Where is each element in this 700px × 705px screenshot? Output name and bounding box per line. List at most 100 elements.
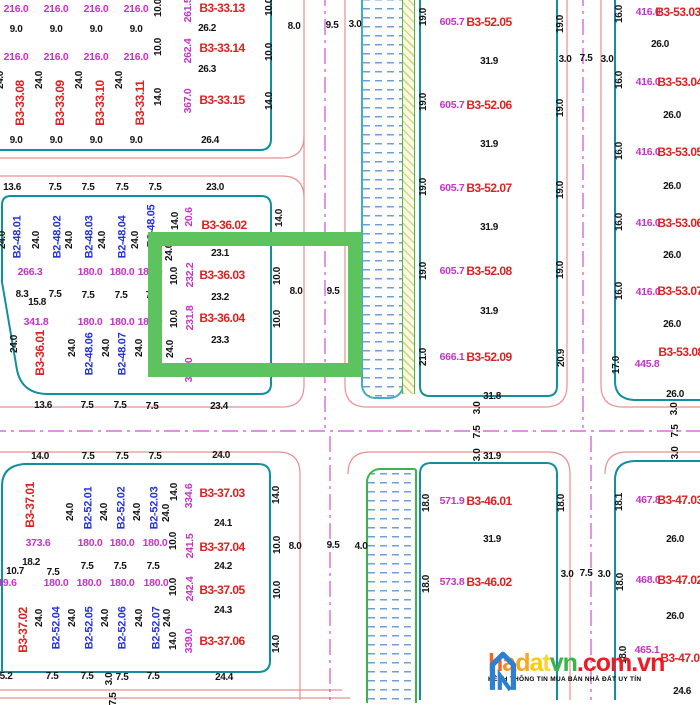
- dimension-label: 26.0: [663, 181, 681, 192]
- dimension-label: 24.0: [34, 71, 45, 89]
- dimension-label: 23.4: [210, 401, 228, 412]
- planting-strip: [402, 0, 415, 394]
- dimension-label: 7.5: [81, 451, 95, 462]
- dimension-label: 24.0: [31, 231, 42, 249]
- dimension-label: 24.0: [134, 609, 145, 627]
- plot-id-label: B3-53.07: [657, 284, 700, 298]
- dimension-label: 24.0: [114, 71, 125, 89]
- area-label: 180.0: [43, 576, 69, 589]
- dimension-label: 9.0: [9, 135, 23, 146]
- area-label: 416.0: [635, 5, 661, 18]
- dimension-label: 15.8: [28, 297, 46, 308]
- area-label: 216.0: [123, 50, 149, 63]
- dimension-label: 24.0: [161, 504, 172, 522]
- dimension-label: 14.0: [153, 88, 164, 106]
- dimension-label: 10.0: [153, 0, 164, 17]
- dimension-label: 24.0: [9, 335, 20, 353]
- dimension-label: 13.6: [34, 400, 52, 411]
- area-label: 216.0: [43, 2, 69, 15]
- dimension-label: 19.0: [418, 262, 429, 280]
- dimension-label: 24.0: [101, 339, 112, 357]
- dimension-label: 26.0: [666, 611, 684, 622]
- dimension-label: 16.0: [614, 71, 625, 89]
- dimension-label: 3.0: [560, 569, 574, 580]
- brand-suffix: vn: [549, 649, 578, 677]
- area-label: 571.9: [439, 494, 465, 507]
- dimension-label: 23.2: [211, 292, 229, 303]
- dimension-label: 24.0: [65, 503, 76, 521]
- brand-letter: a: [529, 649, 543, 677]
- dimension-label: 3.0: [600, 54, 614, 65]
- plot-id-label: B3-33.11: [133, 80, 147, 126]
- dimension-label: 19.0: [555, 99, 566, 117]
- dimension-label: 26.0: [666, 534, 684, 545]
- plot-id-label: B2-52.06: [116, 606, 129, 650]
- dimension-label: 4.0: [354, 541, 368, 552]
- dimension-label: 7.5: [115, 182, 129, 193]
- dimension-label: 24.0: [67, 339, 78, 357]
- dimension-label: 14.0: [264, 92, 275, 110]
- plot-id-label: B2-48.01: [11, 215, 24, 259]
- area-label: 180.0: [143, 576, 169, 589]
- plot-id-label: B3-33.10: [93, 80, 107, 126]
- canal-strip-bottom: [366, 468, 417, 703]
- dimension-label: 24.0: [212, 450, 230, 461]
- dimension-label: 9.0: [9, 24, 23, 35]
- dimension-label: 9.0: [49, 24, 63, 35]
- plot-id-label: B3-46.02: [466, 575, 512, 589]
- area-label: 465.1: [634, 643, 660, 656]
- dimension-label: 9.5: [325, 20, 339, 31]
- dimension-label: 23.1: [211, 248, 229, 259]
- area-label: 180.0: [142, 536, 168, 549]
- dimension-label: 7.5: [48, 289, 62, 300]
- dimension-label: 13.6: [3, 182, 21, 193]
- plot-id-label: B2-48.03: [83, 215, 96, 259]
- dimension-label: 7.5: [45, 671, 59, 682]
- plot-id-label: B3-36.02: [201, 218, 247, 232]
- area-label: 180.0: [77, 536, 103, 549]
- dimension-label: 9.0: [129, 135, 143, 146]
- area-label: 216.0: [83, 2, 109, 15]
- area-label: 180.0: [77, 315, 103, 328]
- dimension-label: 24.0: [132, 503, 143, 521]
- dimension-label: 9.0: [129, 24, 143, 35]
- area-label: 216.0: [3, 2, 29, 15]
- dimension-label: 31.9: [480, 306, 498, 317]
- dimension-label: 10.0: [272, 581, 283, 599]
- area-label: 216.0: [83, 50, 109, 63]
- dimension-label: 26.3: [198, 64, 216, 75]
- dimension-label: 16.0: [614, 5, 625, 23]
- area-label: 180.0: [109, 315, 135, 328]
- dimension-label: 7.5: [81, 290, 95, 301]
- dimension-label: 24.0: [99, 503, 110, 521]
- dimension-label: 3.0: [348, 19, 362, 30]
- dimension-label: 7.5: [115, 451, 129, 462]
- dimension-label: 7.5: [80, 561, 94, 572]
- dimension-label: 31.8: [483, 391, 501, 402]
- dimension-label: 7.5: [146, 561, 160, 572]
- plot-id-label: B2-48.07: [116, 332, 129, 376]
- dimension-label: 26.4: [201, 135, 219, 146]
- dimension-label: 26.0: [663, 250, 681, 261]
- dimension-label: 14.0: [31, 451, 49, 462]
- dimension-label: 14.0: [274, 209, 285, 227]
- plot-id-label: B2-48.06: [83, 332, 96, 376]
- dimension-label: 18.0: [421, 494, 432, 512]
- area-label: 605.7: [439, 181, 465, 194]
- area-label: 468.0: [635, 573, 661, 586]
- area-label: 261.5: [181, 0, 194, 23]
- dimension-label: 18.0: [556, 494, 567, 512]
- area-label: 416.0: [635, 75, 661, 88]
- dimension-label: 3.0: [669, 402, 680, 416]
- dimension-label: 10.0: [264, 43, 275, 61]
- plot-id-label: B3-37.01: [23, 482, 37, 528]
- dimension-label: 24.0: [134, 339, 145, 357]
- dimension-label: 14.0: [168, 632, 179, 650]
- area-label: 216.0: [3, 50, 29, 63]
- dimension-label: 24.0: [162, 609, 173, 627]
- plot-id-label: B2-48.04: [116, 215, 129, 259]
